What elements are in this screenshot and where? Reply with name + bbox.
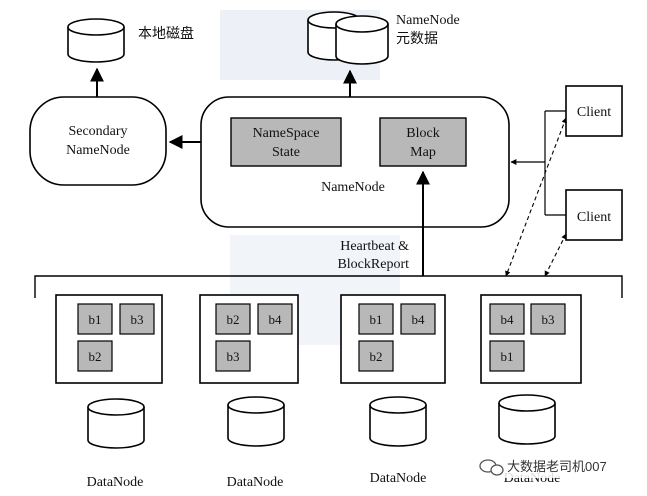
- client-box-2: [565, 189, 623, 241]
- datanode-3: b1 b4 b2 DataNode: [340, 294, 446, 486]
- namenode-meta-label-1: NameNode: [396, 13, 460, 28]
- data-block: [530, 303, 566, 335]
- data-block: [489, 303, 525, 335]
- heartbeat-line2: BlockReport: [337, 257, 409, 272]
- data-block: [358, 340, 394, 372]
- namespace-state-box: [230, 117, 342, 167]
- data-block: [215, 340, 251, 372]
- client-label-2: Client: [577, 210, 611, 225]
- block-label: b3: [131, 312, 144, 327]
- data-block: [400, 303, 436, 335]
- datanode-disk: [498, 403, 556, 445]
- datanode-1: b1 b3 b2 DataNode: [55, 294, 163, 490]
- data-block: [77, 303, 113, 335]
- secondary-namenode-line1: Secondary: [68, 124, 127, 139]
- namespace-state-line2: State: [272, 145, 300, 160]
- block-label: b3: [542, 312, 555, 327]
- block-label: b4: [269, 312, 283, 327]
- datanode-disk: [227, 405, 285, 447]
- watermark-text: 大数据老司机007: [507, 459, 607, 474]
- client-label-1: Client: [577, 105, 611, 120]
- watermark: 大数据老司机007: [472, 454, 642, 478]
- client-datanode-dashed-arrows: [505, 117, 567, 277]
- block-map-line2: Map: [410, 145, 436, 160]
- datanode-disk: [87, 407, 145, 449]
- block-label: b2: [370, 349, 383, 364]
- datanode-2: b2 b4 b3 DataNode: [199, 294, 299, 490]
- block-label: b2: [227, 312, 240, 327]
- block-map-box: [379, 117, 467, 167]
- datanode-cluster-bracket: [34, 275, 623, 298]
- data-block: [489, 340, 525, 372]
- secondary-namenode-line2: NameNode: [66, 143, 130, 158]
- datanode-label: DataNode: [87, 475, 144, 490]
- client-box-1: [565, 85, 623, 137]
- data-block: [358, 303, 394, 335]
- namenode-metadata-disks: [307, 11, 389, 65]
- datanode-label: DataNode: [370, 471, 427, 486]
- block-label: b1: [89, 312, 102, 327]
- block-label: b4: [501, 312, 515, 327]
- client-namenode-connectors: [510, 110, 566, 216]
- datanode-label: DataNode: [227, 475, 284, 490]
- local-disk: [67, 18, 125, 63]
- heartbeat-line1: Heartbeat &: [340, 239, 409, 254]
- block-label: b1: [501, 349, 514, 364]
- block-map-line1: Block: [406, 126, 439, 141]
- data-block: [119, 303, 155, 335]
- namespace-state-line1: NameSpace: [253, 126, 320, 141]
- data-block: [215, 303, 251, 335]
- block-label: b4: [412, 312, 426, 327]
- block-label: b3: [227, 349, 240, 364]
- namenode-meta-label-2: 元数据: [396, 31, 438, 47]
- local-disk-label: 本地磁盘: [138, 25, 194, 42]
- chat-bubbles-icon: [479, 459, 504, 476]
- secondary-namenode-box: [29, 96, 167, 186]
- datanode-disk: [369, 405, 427, 447]
- block-label: b1: [370, 312, 383, 327]
- block-label: b2: [89, 349, 102, 364]
- data-block: [257, 303, 293, 335]
- namenode-label: NameNode: [321, 180, 385, 195]
- data-block: [77, 340, 113, 372]
- datanode-4: b4 b3 b1 DataNode: [480, 294, 582, 486]
